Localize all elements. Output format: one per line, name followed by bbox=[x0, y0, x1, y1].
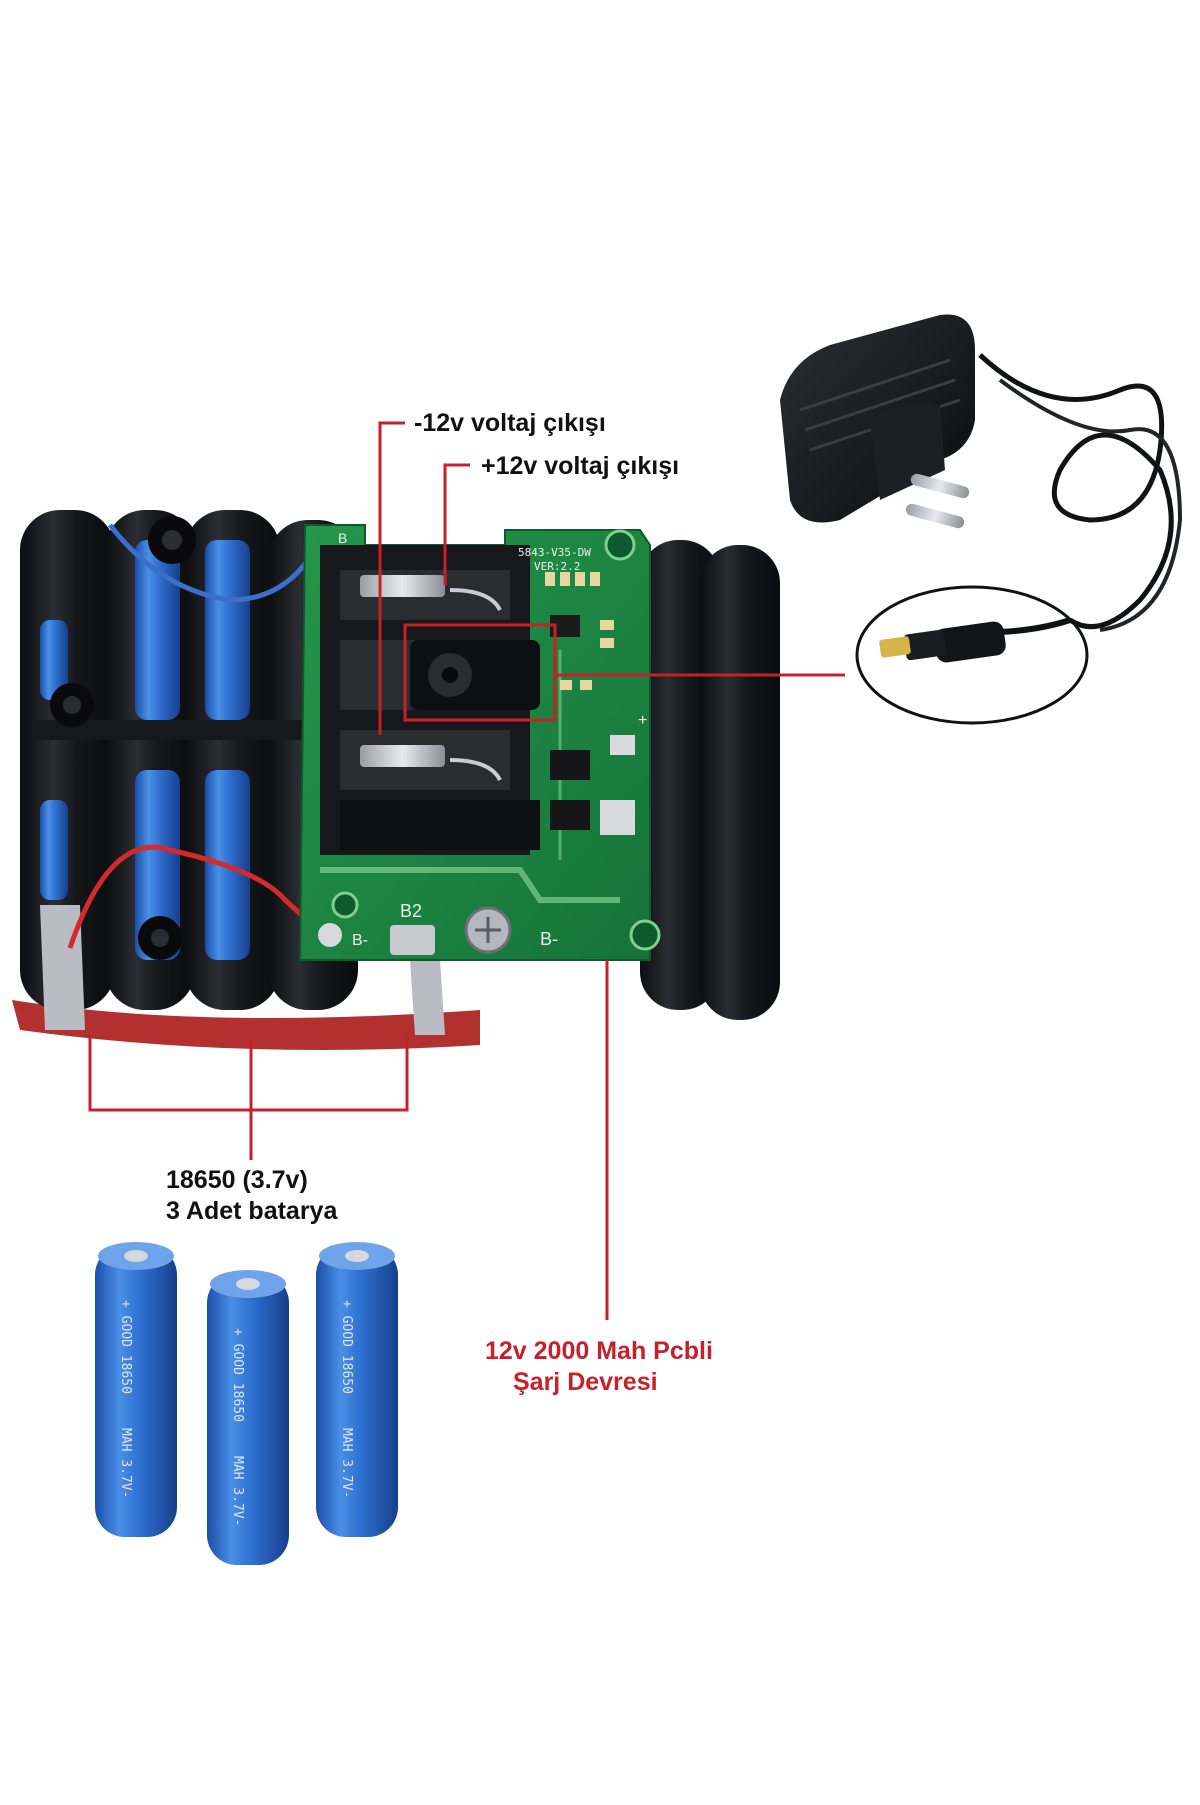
battery-connector bbox=[320, 545, 540, 855]
label-charger-line1: 12v 2000 Mah Pcbli bbox=[485, 1337, 713, 1365]
label-cells-line1: 18650 (3.7v) bbox=[166, 1166, 308, 1194]
label-charger-line2: Şarj Devresi bbox=[513, 1368, 658, 1396]
blue-wire bbox=[108, 523, 323, 603]
terminal-spring bbox=[449, 758, 502, 782]
adapter-cable-end bbox=[999, 617, 1071, 635]
battery-pack bbox=[12, 510, 780, 1050]
screw-slot bbox=[475, 917, 501, 943]
label-minus-12v-output: -12v voltaj çıkışı bbox=[414, 409, 606, 437]
battery-cell-right-2 bbox=[700, 545, 780, 1020]
mount-hole-inner bbox=[162, 530, 182, 550]
plug-prong bbox=[910, 473, 970, 499]
adapter-plug-face bbox=[870, 404, 945, 500]
cell-rating-text: MAH 3.7V- bbox=[118, 1428, 133, 1498]
pcb-bminus-left-text: B- bbox=[352, 932, 368, 949]
terminal-minus-12v bbox=[360, 575, 445, 597]
terminal-plus-12v bbox=[360, 745, 445, 767]
adapter-ridge bbox=[804, 378, 956, 432]
dc-jack-pin bbox=[442, 667, 458, 683]
blue-cell-window bbox=[40, 800, 68, 900]
test-pad bbox=[600, 800, 635, 835]
cell-body bbox=[207, 1273, 289, 1565]
pcb-version-text: VER:2.2 bbox=[534, 560, 580, 573]
pcb-plus-text: + bbox=[638, 712, 647, 729]
smd-resistor bbox=[545, 572, 555, 586]
pcb-bminus-text: B- bbox=[540, 929, 558, 949]
mount-hole-pcb bbox=[331, 891, 359, 919]
battery-wrap-red bbox=[12, 1000, 480, 1050]
mount-hole-inner bbox=[63, 696, 81, 714]
plug-prong bbox=[905, 503, 965, 529]
loose-cells: + GOOD 18650 MAH 3.7V- + GOOD 18650 MAH … bbox=[95, 1242, 398, 1565]
smd-resistor bbox=[590, 572, 600, 586]
nickel-strip bbox=[410, 960, 445, 1035]
wall-adapter bbox=[780, 314, 1183, 725]
barrel-plug-neck bbox=[903, 629, 947, 661]
cell-body bbox=[316, 1245, 398, 1537]
pcb-b-text: B bbox=[338, 530, 347, 546]
smd-resistor bbox=[560, 572, 570, 586]
smd-resistor bbox=[600, 638, 614, 648]
mosfet bbox=[550, 750, 590, 780]
cell-body bbox=[95, 1245, 177, 1537]
smd-resistor bbox=[560, 680, 572, 690]
cell-brand-text: + GOOD 18650 bbox=[230, 1328, 245, 1422]
dc-barrel-plug bbox=[879, 621, 1006, 663]
callout-plus-12v bbox=[443, 463, 470, 585]
dc-jack-highlight bbox=[403, 623, 557, 722]
barrel-plug-tip bbox=[879, 636, 911, 658]
terminal-spring bbox=[449, 588, 502, 612]
bminus-pad bbox=[318, 923, 342, 947]
cell-rating-text: MAH 3.7V- bbox=[230, 1456, 245, 1526]
callout-minus-12v bbox=[378, 421, 405, 735]
smd-components bbox=[545, 572, 635, 835]
connector-base bbox=[340, 800, 540, 850]
pcb-b2-text: B2 bbox=[400, 901, 422, 921]
blue-cell-window bbox=[205, 540, 250, 720]
label-cells-line2: 3 Adet batarya bbox=[166, 1197, 338, 1225]
blue-cell-window bbox=[40, 620, 68, 700]
cell-holder-bar bbox=[30, 720, 330, 740]
cell-terminal bbox=[236, 1278, 260, 1290]
pcb-trace bbox=[320, 867, 620, 903]
blue-cell-window bbox=[135, 770, 180, 960]
plug-highlight-ellipse bbox=[855, 585, 1089, 725]
b2-pad bbox=[390, 925, 435, 955]
label-plus-12v-output: +12v voltaj çıkışı bbox=[481, 452, 680, 480]
smd-resistor bbox=[580, 680, 592, 690]
cell-18650: + GOOD 18650 MAH 3.7V- bbox=[95, 1242, 177, 1537]
smd-resistor bbox=[600, 620, 614, 630]
callout-lines bbox=[88, 421, 845, 1320]
adapter-ridge bbox=[799, 358, 951, 412]
cell-brand-text: + GOOD 18650 bbox=[339, 1300, 354, 1394]
cell-rating-text: MAH 3.7V- bbox=[339, 1428, 354, 1498]
ic-chip bbox=[550, 615, 580, 637]
adapter-cable-coil bbox=[998, 378, 1183, 632]
bms-pcb: 5843-V35-DW VER:2.2 B2 B- B- + B bbox=[298, 524, 661, 961]
smd-resistor bbox=[575, 572, 585, 586]
pcb-model-text: 5843-V35-DW bbox=[518, 546, 591, 559]
plus-pad bbox=[610, 735, 635, 755]
mosfet bbox=[550, 800, 590, 830]
mount-hole-pcb bbox=[629, 919, 661, 951]
barrel-plug-body bbox=[934, 621, 1006, 663]
mount-hole-pcb bbox=[604, 529, 636, 561]
cell-terminal bbox=[345, 1250, 369, 1262]
cell-18650: + GOOD 18650 MAH 3.7V- bbox=[316, 1242, 398, 1537]
adapter-cable bbox=[978, 353, 1174, 630]
cell-terminal bbox=[124, 1250, 148, 1262]
mount-hole-inner bbox=[151, 929, 169, 947]
cell-18650: + GOOD 18650 MAH 3.7V- bbox=[207, 1270, 289, 1565]
cell-brand-text: + GOOD 18650 bbox=[118, 1300, 133, 1394]
blue-cell-window bbox=[135, 540, 180, 720]
callout-cells-bracket bbox=[88, 1035, 409, 1112]
